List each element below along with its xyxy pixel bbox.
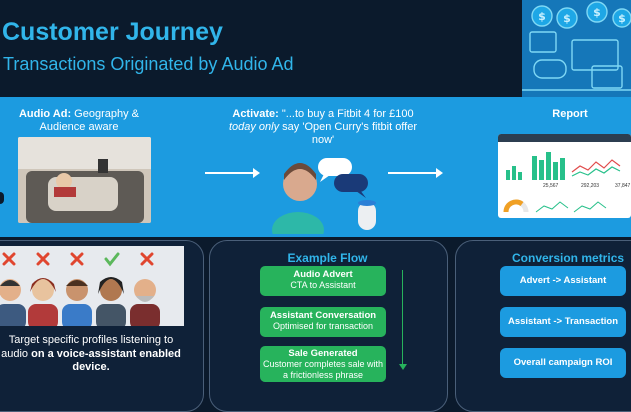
audio-ad-label-rest: Geography & Audience aware <box>39 108 139 133</box>
target-text-bold: on a voice-assistant enabled device. <box>31 347 181 374</box>
metric-assistant-transaction: Assistant -> Transaction <box>500 307 626 337</box>
flow-arrowhead-1 <box>253 168 260 178</box>
svg-text:$: $ <box>593 6 601 19</box>
flow-arrow-2 <box>388 172 438 174</box>
voice-assistant-illustration <box>272 152 382 248</box>
flow-step-desc: Optimised for transaction <box>272 321 374 331</box>
dashboard-stat-1: 25,567 <box>543 183 559 189</box>
flow-step-desc: Customer completes sale with a frictionl… <box>262 359 384 380</box>
audio-ad-label-bold: Audio Ad: <box>18 108 72 120</box>
edge-marker <box>0 192 4 204</box>
target-text-main: Target specific profiles listening to au… <box>1 334 174 360</box>
listener-photo <box>18 137 151 223</box>
activate-quote-post: say 'Open Curry's fitbit offer now' <box>279 121 418 146</box>
flow-step-title: Assistant Conversation <box>269 310 377 321</box>
money-devices-icon: $ $ $ $ <box>522 1 631 91</box>
activate-label: Activate: "...to buy a Fitbit 4 for £100… <box>218 108 428 147</box>
flow-step-title: Audio Advert <box>293 269 353 280</box>
metrics-title: Conversion metrics <box>512 251 625 265</box>
flow-step-sale-generated: Sale Generated Customer completes sale w… <box>260 346 386 382</box>
flow-step-title: Sale Generated <box>288 348 358 359</box>
metric-campaign-roi: Overall campaign ROI <box>500 348 626 378</box>
flow-arrowhead-2 <box>436 168 443 178</box>
svg-text:$: $ <box>563 12 571 25</box>
report-label: Report <box>552 108 588 120</box>
flow-arrow-1 <box>205 172 255 174</box>
metric-advert-assistant: Advert -> Assistant <box>500 266 626 296</box>
activate-quote-em: today only <box>228 121 280 133</box>
target-text: Target specific profiles listening to au… <box>0 334 182 375</box>
report-dashboard: 25,567 292,203 37,847 <box>498 134 631 218</box>
audio-ad-label: Audio Ad: Geography & Audience aware <box>18 108 140 134</box>
profiles-illustration <box>0 246 184 326</box>
flow-step-assistant-conversation: Assistant Conversation Optimised for tra… <box>260 307 386 337</box>
flow-progress-arrowhead <box>399 364 407 370</box>
hero-illustration: $ $ $ $ <box>522 0 631 97</box>
page-subtitle: Transactions Originated by Audio Ad <box>3 54 294 74</box>
activate-quote-pre: "...to buy a Fitbit 4 for £100 <box>278 108 414 120</box>
dashboard-stat-3: 37,847 <box>615 183 631 189</box>
dashboard-topbar <box>498 134 631 142</box>
flow-step-audio-advert: Audio Advert CTA to Assistant <box>260 266 386 296</box>
flow-step-desc: CTA to Assistant <box>290 280 356 290</box>
activate-label-bold: Activate: <box>232 108 279 120</box>
page-title: Customer Journey <box>2 18 223 46</box>
svg-text:$: $ <box>618 12 626 25</box>
flow-title: Example Flow <box>287 251 368 265</box>
dashboard-stat-2: 292,203 <box>581 183 600 189</box>
flow-progress-line <box>402 270 403 366</box>
svg-text:$: $ <box>538 10 546 23</box>
